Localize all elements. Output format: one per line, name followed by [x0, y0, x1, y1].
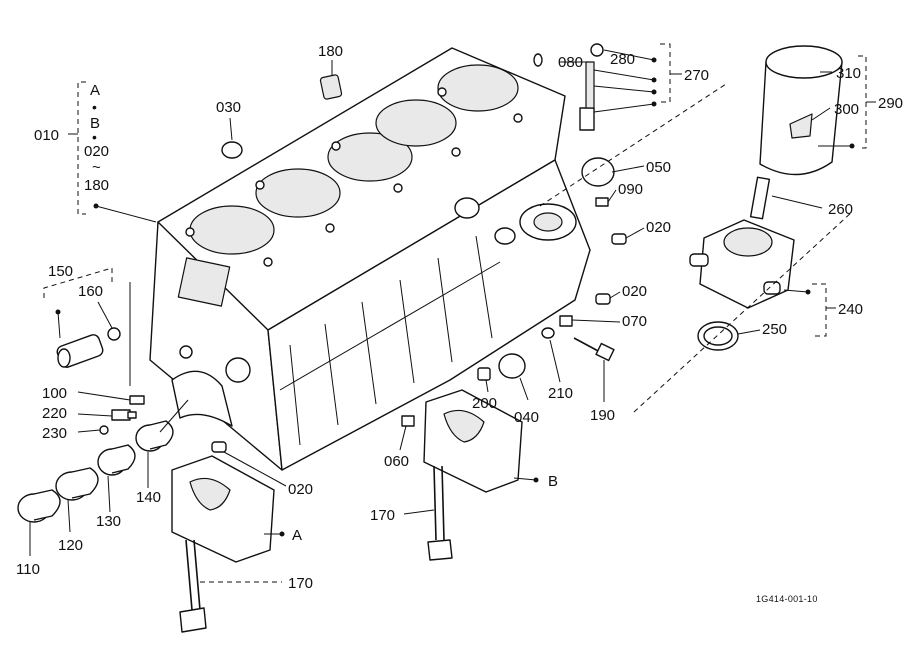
bolt-190 [573, 337, 615, 362]
label-150: 150 [48, 263, 73, 280]
label-010: 010 [34, 127, 59, 144]
label-020-mid: 020 [622, 283, 647, 300]
label-170-bottom: 170 [288, 575, 313, 592]
label-020-top: 020 [646, 219, 671, 236]
plug-070 [559, 315, 573, 327]
label-300: 300 [834, 101, 859, 118]
main-bearing-cap-b [423, 389, 523, 493]
label-170-right: 170 [370, 507, 395, 524]
label-100: 100 [42, 385, 67, 402]
plug-180 [319, 74, 343, 100]
bushing-140 [135, 420, 174, 452]
label-080: 080 [558, 54, 583, 71]
label-050: 050 [646, 159, 671, 176]
label-230: 230 [42, 425, 67, 442]
label-180: 180 [318, 43, 343, 60]
label-020-bottom: 020 [288, 481, 313, 498]
main-bearing-cap-a [171, 455, 275, 563]
plug-020-3 [211, 441, 227, 453]
part-100 [129, 395, 145, 405]
label-290: 290 [878, 95, 903, 112]
label-120: 120 [58, 537, 83, 554]
bolt-170-a [179, 539, 207, 633]
label-310: 310 [836, 65, 861, 82]
o-ring-250 [697, 321, 739, 351]
label-140: 140 [136, 489, 161, 506]
ball-160 [107, 327, 121, 341]
bushing-120 [55, 467, 99, 501]
label-200: 200 [472, 395, 497, 412]
label-060: 060 [384, 453, 409, 470]
label-tilde: ~ [92, 159, 101, 176]
washer-210 [541, 327, 555, 339]
label-group-b: B [90, 115, 100, 132]
plug-030 [221, 141, 243, 159]
label-190: 190 [590, 407, 615, 424]
plug-020-2 [595, 293, 611, 305]
bolt-170-b [427, 465, 453, 561]
drawing-code: 1G414-001-10 [756, 594, 818, 604]
label-250: 250 [762, 321, 787, 338]
label-240: 240 [838, 301, 863, 318]
label-range-180: 180 [84, 177, 109, 194]
label-cap-a: A [292, 527, 302, 544]
label-group-a: A [90, 82, 100, 99]
label-210: 210 [548, 385, 573, 402]
label-090: 090 [618, 181, 643, 198]
nipple-260 [749, 176, 771, 220]
label-110: 110 [16, 561, 40, 578]
label-220: 220 [42, 405, 67, 422]
label-bullet-2: • [92, 129, 97, 145]
leader-lines [29, 43, 876, 583]
label-040: 040 [514, 409, 539, 426]
cylinder-block [149, 47, 591, 471]
fitting-220 [111, 409, 137, 421]
label-bullet-1: • [92, 99, 97, 115]
plug-200 [477, 367, 491, 381]
seal-040 [498, 353, 526, 379]
ring-230 [99, 425, 109, 435]
bushing-130 [97, 444, 136, 476]
label-130: 130 [96, 513, 121, 530]
pin-090 [595, 197, 609, 207]
label-160: 160 [78, 283, 103, 300]
oil-pressure-switch [533, 43, 604, 131]
label-270: 270 [684, 67, 709, 84]
label-070: 070 [622, 313, 647, 330]
label-cap-b: B [548, 473, 558, 490]
label-range-020: 020 [84, 143, 109, 160]
plug-020-1 [611, 233, 627, 245]
label-030: 030 [216, 99, 241, 116]
label-280: 280 [610, 51, 635, 68]
part-labels: 010 A • B • 020 ~ 180 030 180 080 280 27… [16, 43, 903, 604]
cap-050 [581, 157, 615, 187]
tappet-150 [56, 334, 104, 368]
label-260: 260 [828, 201, 853, 218]
oil-filter-cartridge [759, 45, 843, 176]
plug-060 [401, 415, 415, 427]
bushing-110 [17, 489, 61, 523]
oil-filter-head-240 [689, 219, 795, 309]
